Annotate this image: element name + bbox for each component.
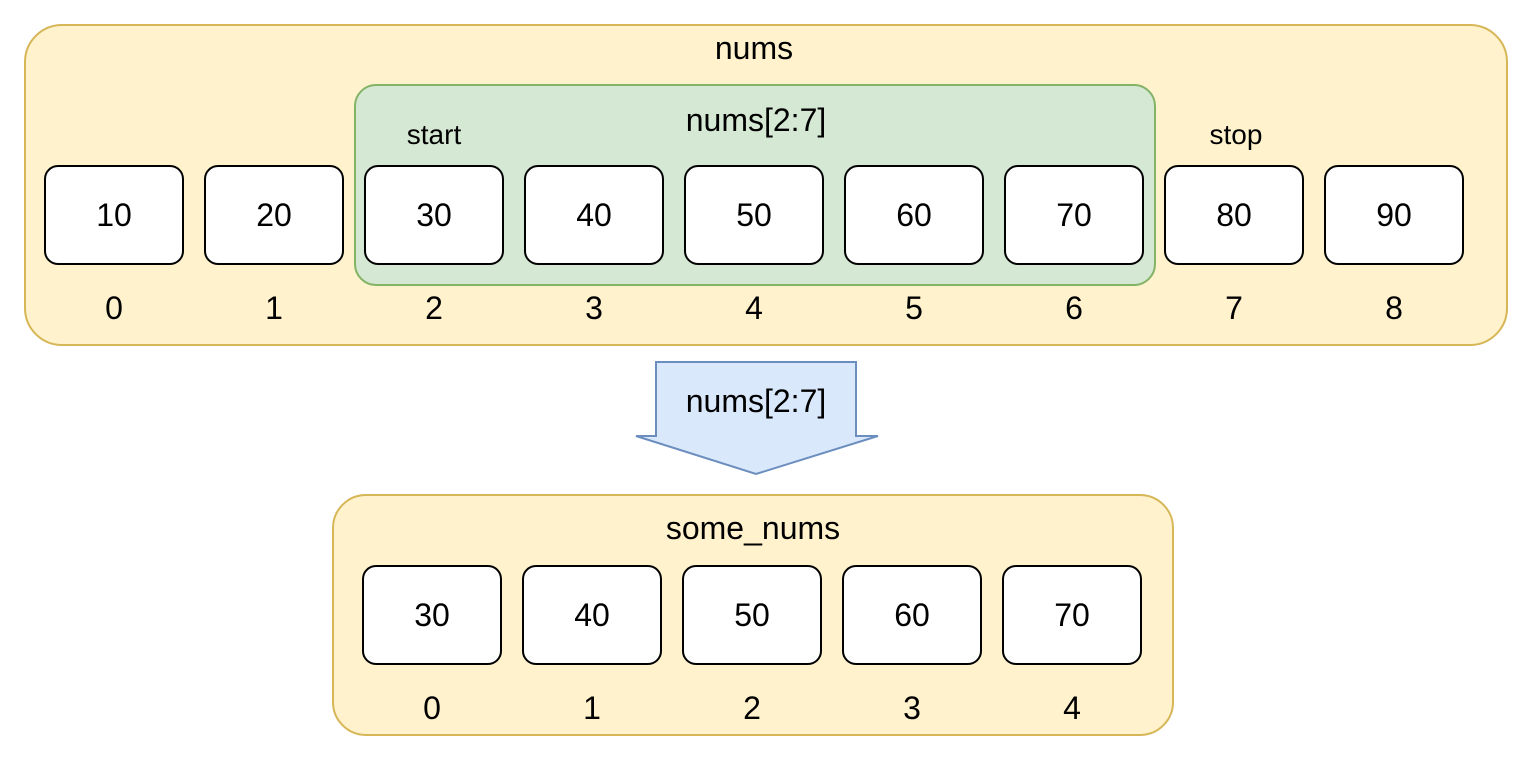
- start-label: start: [406, 119, 462, 150]
- nums-cell: 40: [524, 165, 664, 265]
- nums-cell: 10: [44, 165, 184, 265]
- nums-index: 2: [425, 290, 443, 326]
- nums-index: 3: [585, 290, 603, 326]
- arrow-label: nums[2:7]: [685, 383, 827, 419]
- nums-index: 7: [1225, 290, 1243, 326]
- some-nums-title: some_nums: [665, 510, 841, 546]
- some-nums-cell: 50: [682, 565, 822, 665]
- some-nums-cell: 60: [842, 565, 982, 665]
- arrow-shape: [635, 361, 879, 476]
- nums-cell: 30: [364, 165, 504, 265]
- nums-cell: 80: [1164, 165, 1304, 265]
- some-nums-index: 0: [423, 690, 441, 726]
- nums-index: 8: [1385, 290, 1403, 326]
- some-nums-cell: 40: [522, 565, 662, 665]
- some-nums-index: 1: [583, 690, 601, 726]
- nums-index: 1: [265, 290, 283, 326]
- nums-cell: 90: [1324, 165, 1464, 265]
- slice-arrow: [635, 361, 879, 476]
- some-nums-index: 3: [903, 690, 921, 726]
- some-nums-cell: 30: [362, 565, 502, 665]
- slice-title: nums[2:7]: [685, 102, 827, 138]
- nums-cell: 50: [684, 165, 824, 265]
- some-nums-cell: 70: [1002, 565, 1142, 665]
- nums-cell: 20: [204, 165, 344, 265]
- some-nums-index: 4: [1063, 690, 1081, 726]
- nums-index: 0: [105, 290, 123, 326]
- nums-cell: 70: [1004, 165, 1144, 265]
- nums-title: nums: [714, 30, 794, 66]
- nums-index: 5: [905, 290, 923, 326]
- nums-index: 6: [1065, 290, 1083, 326]
- nums-index: 4: [745, 290, 763, 326]
- nums-cell: 60: [844, 165, 984, 265]
- stop-label: stop: [1209, 119, 1263, 150]
- some-nums-index: 2: [743, 690, 761, 726]
